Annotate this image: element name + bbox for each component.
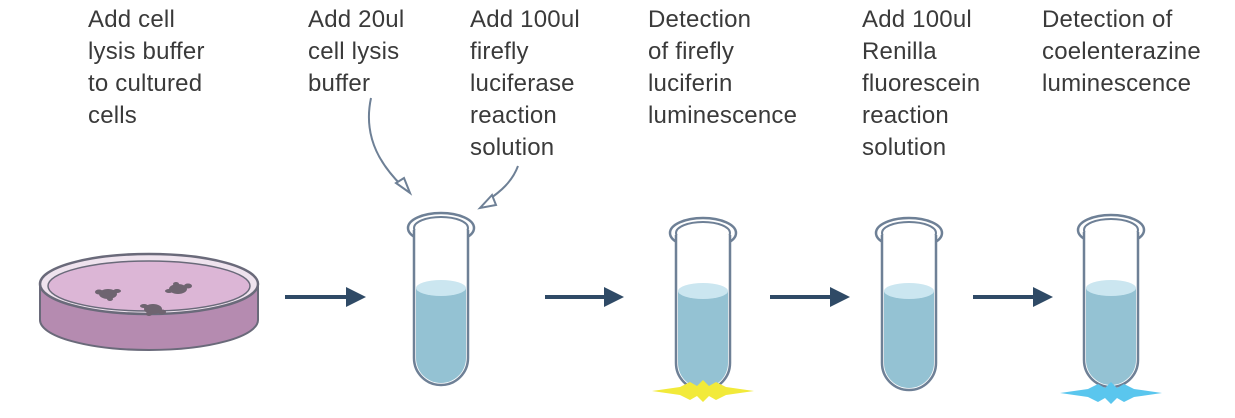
arrow-right-icon xyxy=(973,287,1053,307)
tube-icon xyxy=(406,211,476,387)
flow-arrows xyxy=(285,287,1053,307)
step-label-add-firefly-solution: Add 100ul firefly luciferase reaction so… xyxy=(470,6,580,161)
arrow-right-icon xyxy=(770,287,850,307)
cells-icon xyxy=(95,282,192,316)
petri-dish-icon xyxy=(38,252,260,351)
step-label-add-20ul-buffer: Add 20ul cell lysis buffer xyxy=(308,6,405,97)
addition-arrows xyxy=(367,97,519,210)
arrow-right-icon xyxy=(545,287,624,307)
renilla-glow-icon xyxy=(1060,382,1162,404)
curved-arrow-icon xyxy=(367,97,403,187)
tube-icon xyxy=(1076,213,1146,389)
step-label-add-renilla-solution: Add 100ul Renilla fluorescein reaction s… xyxy=(862,6,981,161)
firefly-glow-icon xyxy=(652,380,754,402)
step-label-detect-coelenterazine: Detection of coelenterazine luminescence xyxy=(1042,6,1201,97)
step-label-detect-firefly: Detection of firefly luciferin luminesce… xyxy=(648,6,798,129)
step-label-add-lysis-buffer: Add cell lysis buffer to cultured cells xyxy=(88,6,205,129)
tube-icon xyxy=(874,216,944,392)
arrow-right-icon xyxy=(285,287,366,307)
tube-icon xyxy=(668,216,738,392)
